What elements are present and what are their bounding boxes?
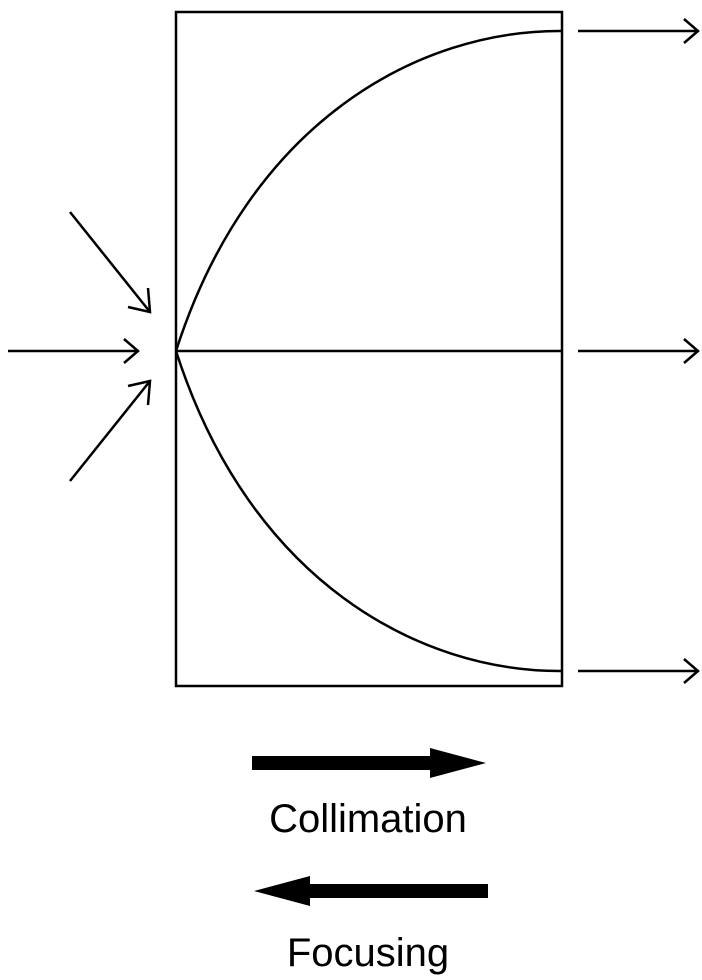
collimation-arrow bbox=[252, 748, 486, 778]
collimation-label: Collimation bbox=[269, 797, 467, 841]
incoming-ray-upper bbox=[69, 211, 152, 314]
outgoing-ray-bottom bbox=[578, 658, 700, 684]
focusing-label: Focusing bbox=[287, 931, 449, 975]
focusing-arrow bbox=[254, 876, 488, 906]
incoming-ray-lower bbox=[69, 379, 152, 482]
incoming-ray-middle bbox=[8, 338, 140, 364]
optic-block bbox=[174, 10, 564, 688]
parabolic-curve-upper bbox=[174, 29, 563, 352]
parabolic-curve-lower bbox=[174, 350, 563, 673]
outgoing-ray-top bbox=[578, 18, 700, 44]
outgoing-ray-middle bbox=[578, 338, 700, 364]
